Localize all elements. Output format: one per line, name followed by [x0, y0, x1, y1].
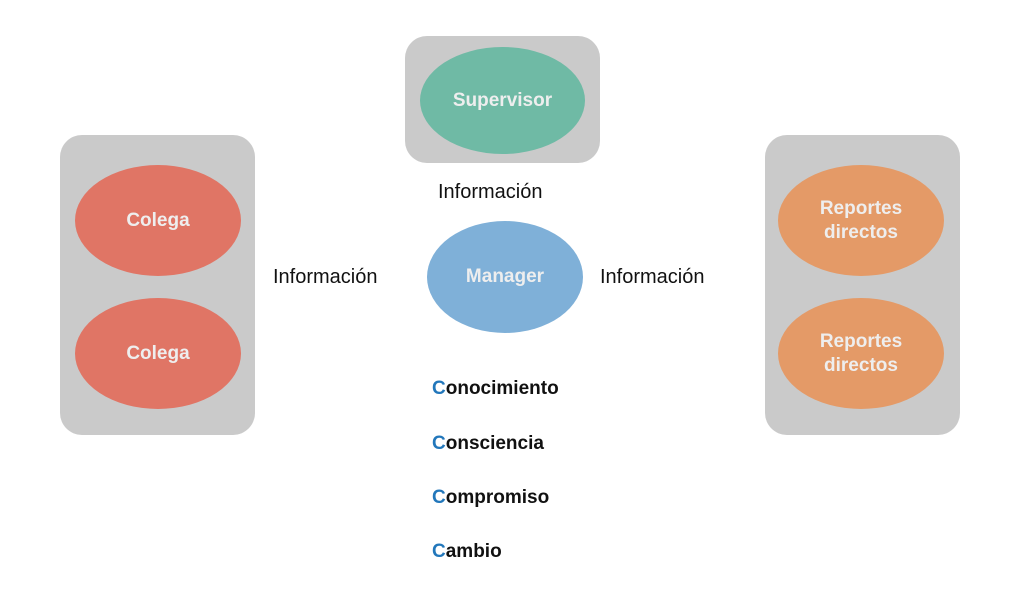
colega-label: Colega	[126, 209, 190, 231]
reportes-directos-node: Reportes directos	[778, 298, 944, 409]
c-initial: C	[432, 378, 446, 399]
manager-node: Manager	[427, 221, 583, 333]
c-list-item: Cambio	[432, 541, 502, 563]
supervisor-label: Supervisor	[452, 89, 553, 111]
c-initial: C	[432, 541, 446, 562]
c-rest: onocimiento	[445, 378, 559, 399]
reportes-directos-node: Reportes directos	[778, 165, 944, 276]
colega-label: Colega	[126, 342, 190, 364]
c-rest: onsciencia	[445, 433, 544, 454]
edge-label-top: Información	[438, 181, 543, 203]
c-list-item: Compromiso	[432, 487, 549, 509]
edge-label-left: Información	[273, 266, 378, 288]
c-initial: C	[432, 487, 446, 508]
label-line: directos	[824, 354, 898, 376]
supervisor-node: Supervisor	[420, 47, 585, 154]
c-rest: ambio	[445, 541, 502, 562]
label-line: Reportes	[819, 330, 903, 352]
colega-node: Colega	[75, 298, 241, 409]
edge-label-right: Información	[600, 266, 705, 288]
c-rest: ompromiso	[445, 487, 550, 508]
label-line: directos	[824, 221, 898, 243]
label-line: Reportes	[819, 197, 903, 219]
c-list-item: Consciencia	[432, 433, 544, 455]
reportes-directos-label: Reportes directos	[820, 197, 902, 245]
reportes-directos-label: Reportes directos	[820, 330, 902, 378]
c-initial: C	[432, 433, 446, 454]
colega-node: Colega	[75, 165, 241, 276]
manager-label: Manager	[465, 266, 545, 287]
c-list-item: Conocimiento	[432, 378, 559, 400]
